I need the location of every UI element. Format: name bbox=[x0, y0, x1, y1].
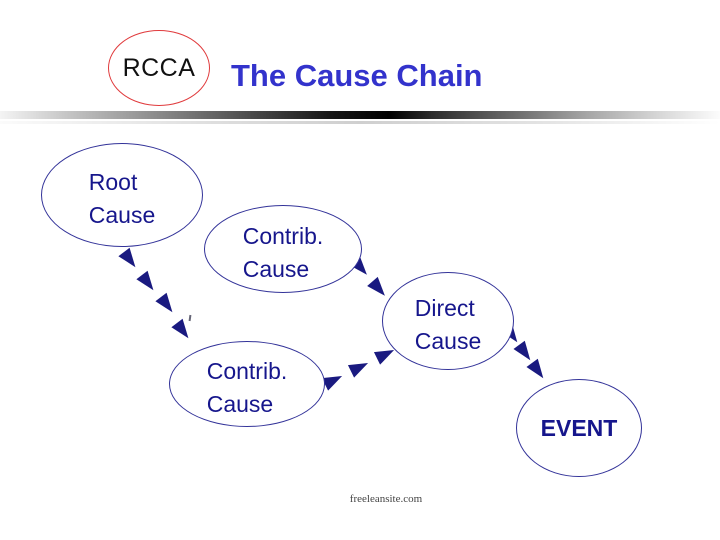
node-event-label: EVENT bbox=[541, 412, 618, 445]
node-label-line: Root bbox=[88, 169, 138, 195]
arrowhead bbox=[321, 376, 343, 391]
node-event: EVENT bbox=[516, 379, 642, 477]
arrowhead bbox=[349, 255, 367, 275]
arrowhead bbox=[155, 292, 173, 313]
footer-site-credit: freeleansite.com bbox=[349, 493, 423, 505]
arrowhead bbox=[347, 363, 369, 378]
node-label-line: Cause bbox=[206, 391, 274, 417]
node-contrib-cause-1: Contrib. Cause bbox=[204, 205, 362, 293]
arrow-chain-root-to-contrib2 bbox=[118, 247, 189, 339]
arrow-chain-contrib1-to-direct bbox=[349, 255, 385, 296]
node-label-line: Cause bbox=[242, 256, 310, 282]
node-root-cause: Root Cause bbox=[41, 143, 203, 247]
node-label-line: Contrib. bbox=[242, 223, 324, 249]
rcca-logo-label: RCCA bbox=[122, 53, 196, 82]
arrow-chain-contrib2-to-direct bbox=[321, 350, 395, 391]
arrowhead bbox=[171, 318, 189, 339]
node-contrib-cause-1-label: Contrib. Cause bbox=[243, 220, 324, 286]
arrowhead bbox=[136, 270, 154, 291]
arrowhead bbox=[526, 358, 544, 379]
node-contrib-cause-2-label: Contrib. Cause bbox=[207, 355, 288, 421]
node-direct-cause: Direct Cause bbox=[382, 272, 514, 370]
arrowhead bbox=[367, 276, 385, 296]
node-label-line: Contrib. bbox=[206, 358, 288, 384]
node-label-line: Cause bbox=[414, 328, 482, 354]
rcca-logo-ellipse: RCCA bbox=[108, 30, 210, 106]
node-label-line: Cause bbox=[88, 202, 156, 228]
page-title: The Cause Chain bbox=[231, 58, 483, 93]
title-divider-underline bbox=[0, 121, 720, 124]
node-label-line: Direct bbox=[414, 295, 475, 321]
node-label-line: EVENT bbox=[540, 414, 618, 441]
stray-tick-mark bbox=[188, 314, 192, 322]
arrowhead bbox=[373, 350, 395, 365]
node-direct-cause-label: Direct Cause bbox=[415, 292, 481, 358]
arrowhead bbox=[513, 340, 531, 361]
title-divider-bar bbox=[0, 111, 720, 119]
node-contrib-cause-2: Contrib. Cause bbox=[169, 341, 325, 427]
node-root-cause-label: Root Cause bbox=[89, 166, 155, 232]
arrowhead bbox=[118, 247, 136, 268]
